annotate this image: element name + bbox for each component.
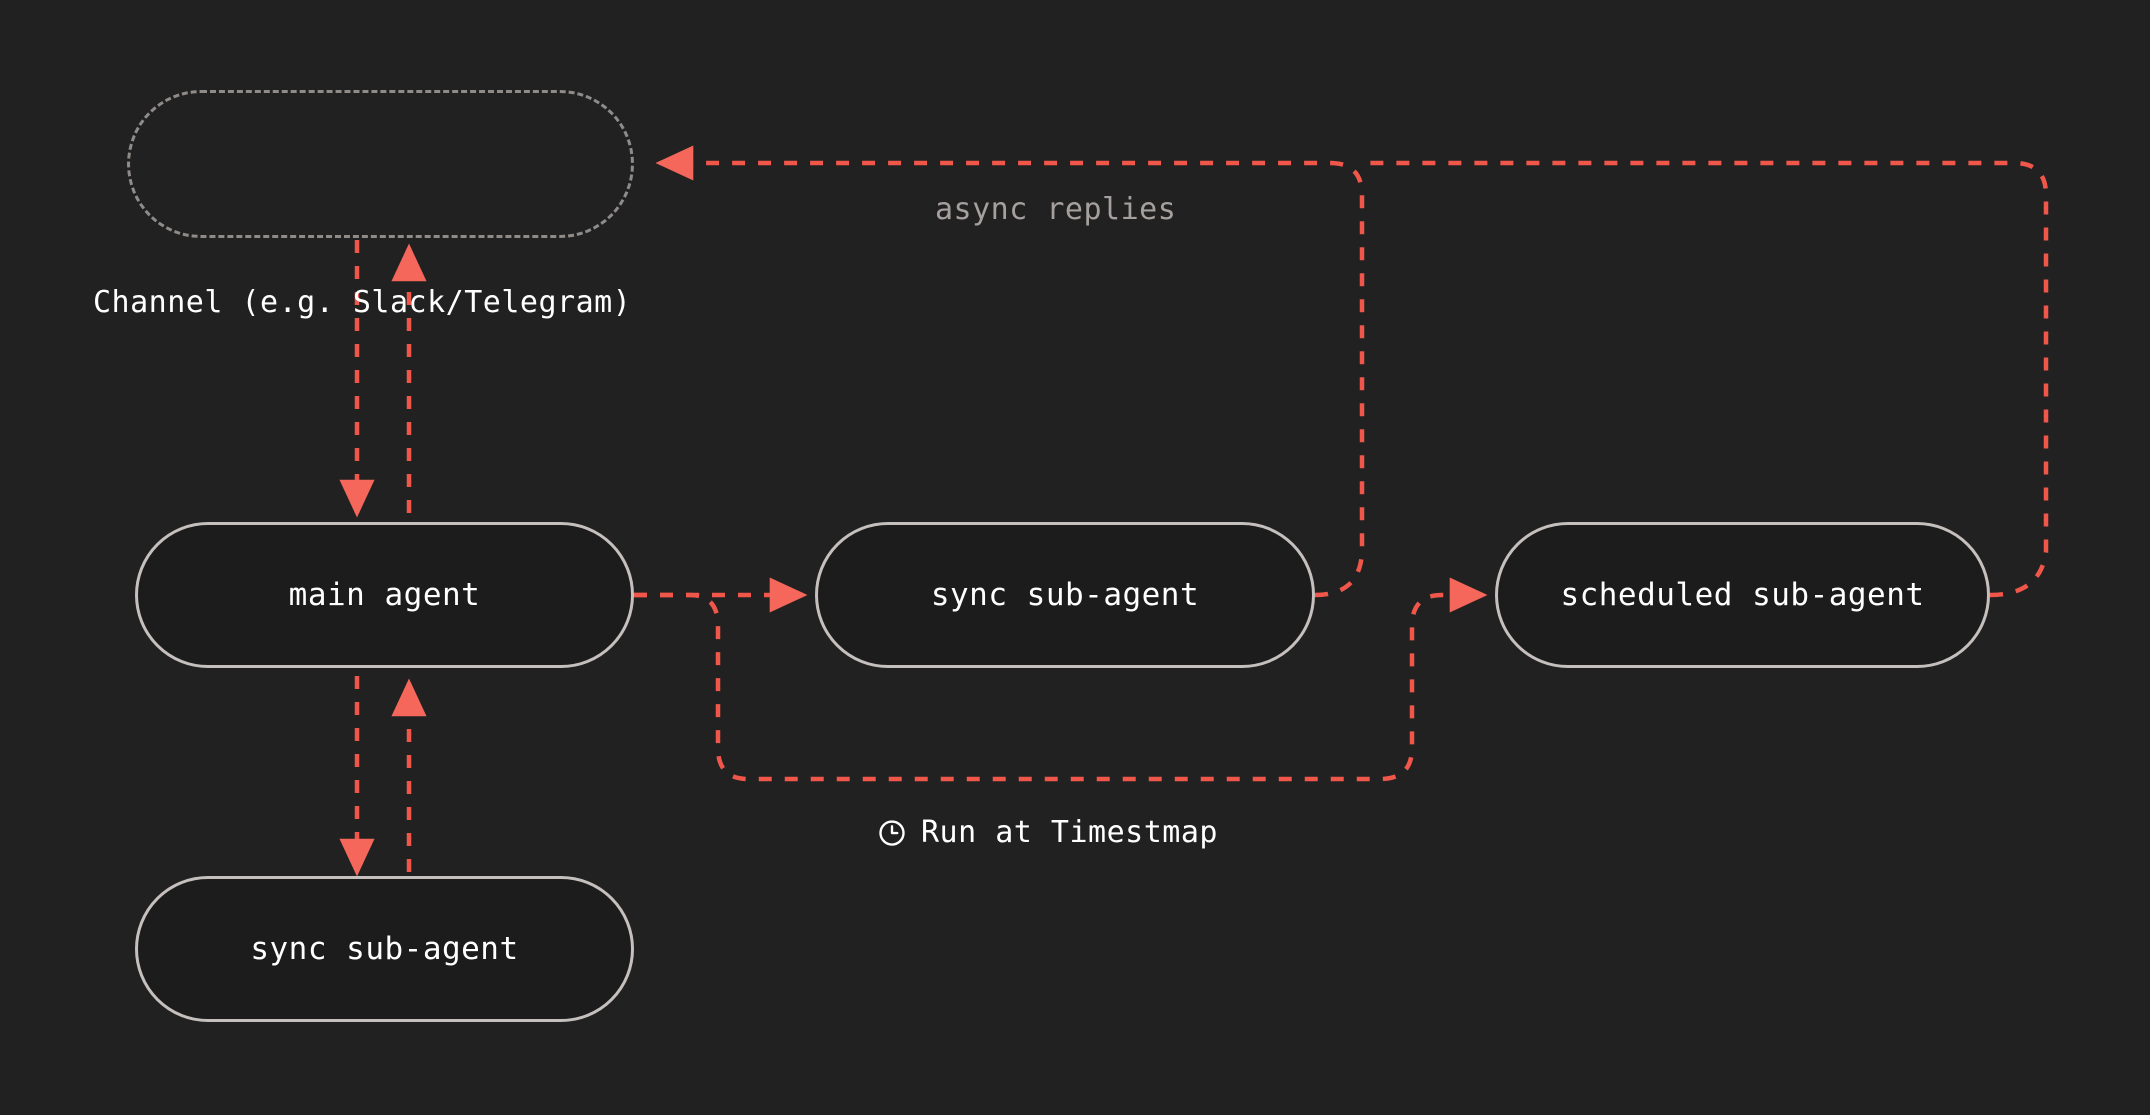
node-scheduled-sub-agent[interactable]: scheduled sub-agent (1495, 522, 1990, 668)
node-sync-sub-agent-mid[interactable]: sync sub-agent (815, 522, 1315, 668)
node-scheduled-sub-agent-label: scheduled sub-agent (1560, 577, 1925, 613)
edge-label-run-at-timestamp: Run at Timestmap (877, 815, 1218, 850)
edge-label-async-replies: async replies (935, 192, 1177, 227)
node-main-agent[interactable]: main agent (135, 522, 634, 668)
edge-label-run-at-timestamp-text: Run at Timestmap (921, 815, 1218, 850)
clock-icon (877, 818, 907, 848)
node-sync-sub-agent-bottom[interactable]: sync sub-agent (135, 876, 634, 1022)
node-main-agent-label: main agent (288, 577, 481, 613)
edge-scheduled-sub-agent-to-channel (1362, 160, 2049, 598)
edge-main-agent-to-scheduled-sub-agent (634, 577, 1488, 782)
node-channel[interactable] (127, 90, 634, 238)
node-sync-sub-agent-mid-label: sync sub-agent (930, 577, 1200, 613)
node-sync-sub-agent-bottom-label: sync sub-agent (250, 931, 519, 967)
node-channel-caption: Channel (e.g. Slack/Telegram) (93, 285, 632, 320)
